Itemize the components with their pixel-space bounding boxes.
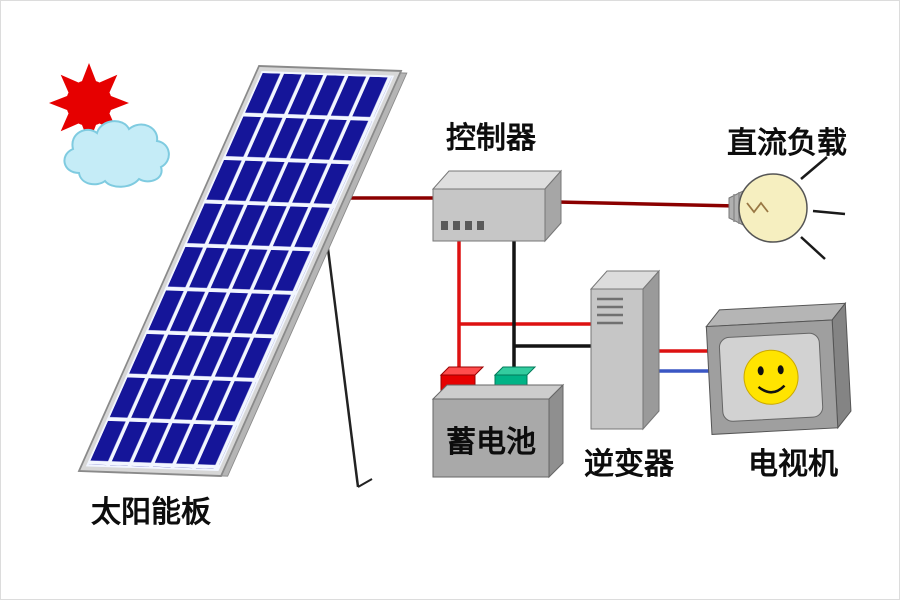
inverter-label: 逆变器 xyxy=(584,447,675,482)
inverter-box xyxy=(589,269,661,431)
inverter-front-face xyxy=(590,288,644,430)
dc-load-bulb-icon xyxy=(728,156,846,260)
panel-cell-grid xyxy=(88,72,392,469)
inverter-side-face xyxy=(642,269,660,431)
battery-front-face xyxy=(432,398,550,478)
bulb-glass xyxy=(738,173,808,243)
solar-panel xyxy=(77,65,408,477)
battery-box: 蓄电池 xyxy=(431,366,565,479)
battery-top-face xyxy=(431,384,565,400)
tv-smiley-face xyxy=(743,349,799,405)
controller-top-face xyxy=(431,170,563,190)
inverter-vents xyxy=(597,297,623,325)
cloud-icon xyxy=(63,120,170,188)
bulb-filament xyxy=(746,201,769,214)
controller-box xyxy=(431,169,563,243)
battery-label: 蓄电池 xyxy=(446,425,536,460)
panel-support-leg xyxy=(325,240,373,488)
controller-front-face xyxy=(432,188,546,242)
bulb-rays xyxy=(800,156,846,260)
controller-ports xyxy=(441,221,484,230)
wire-controller-to-bulb xyxy=(556,200,738,208)
battery-side-face xyxy=(548,383,564,479)
sun-disc xyxy=(66,80,112,126)
tv-box xyxy=(705,301,852,435)
solar-panel-label: 太阳能板 xyxy=(91,495,211,530)
controller-label: 控制器 xyxy=(446,121,537,156)
tv-label: 电视机 xyxy=(748,447,838,482)
dc-load-label: 直流负载 xyxy=(727,126,847,161)
